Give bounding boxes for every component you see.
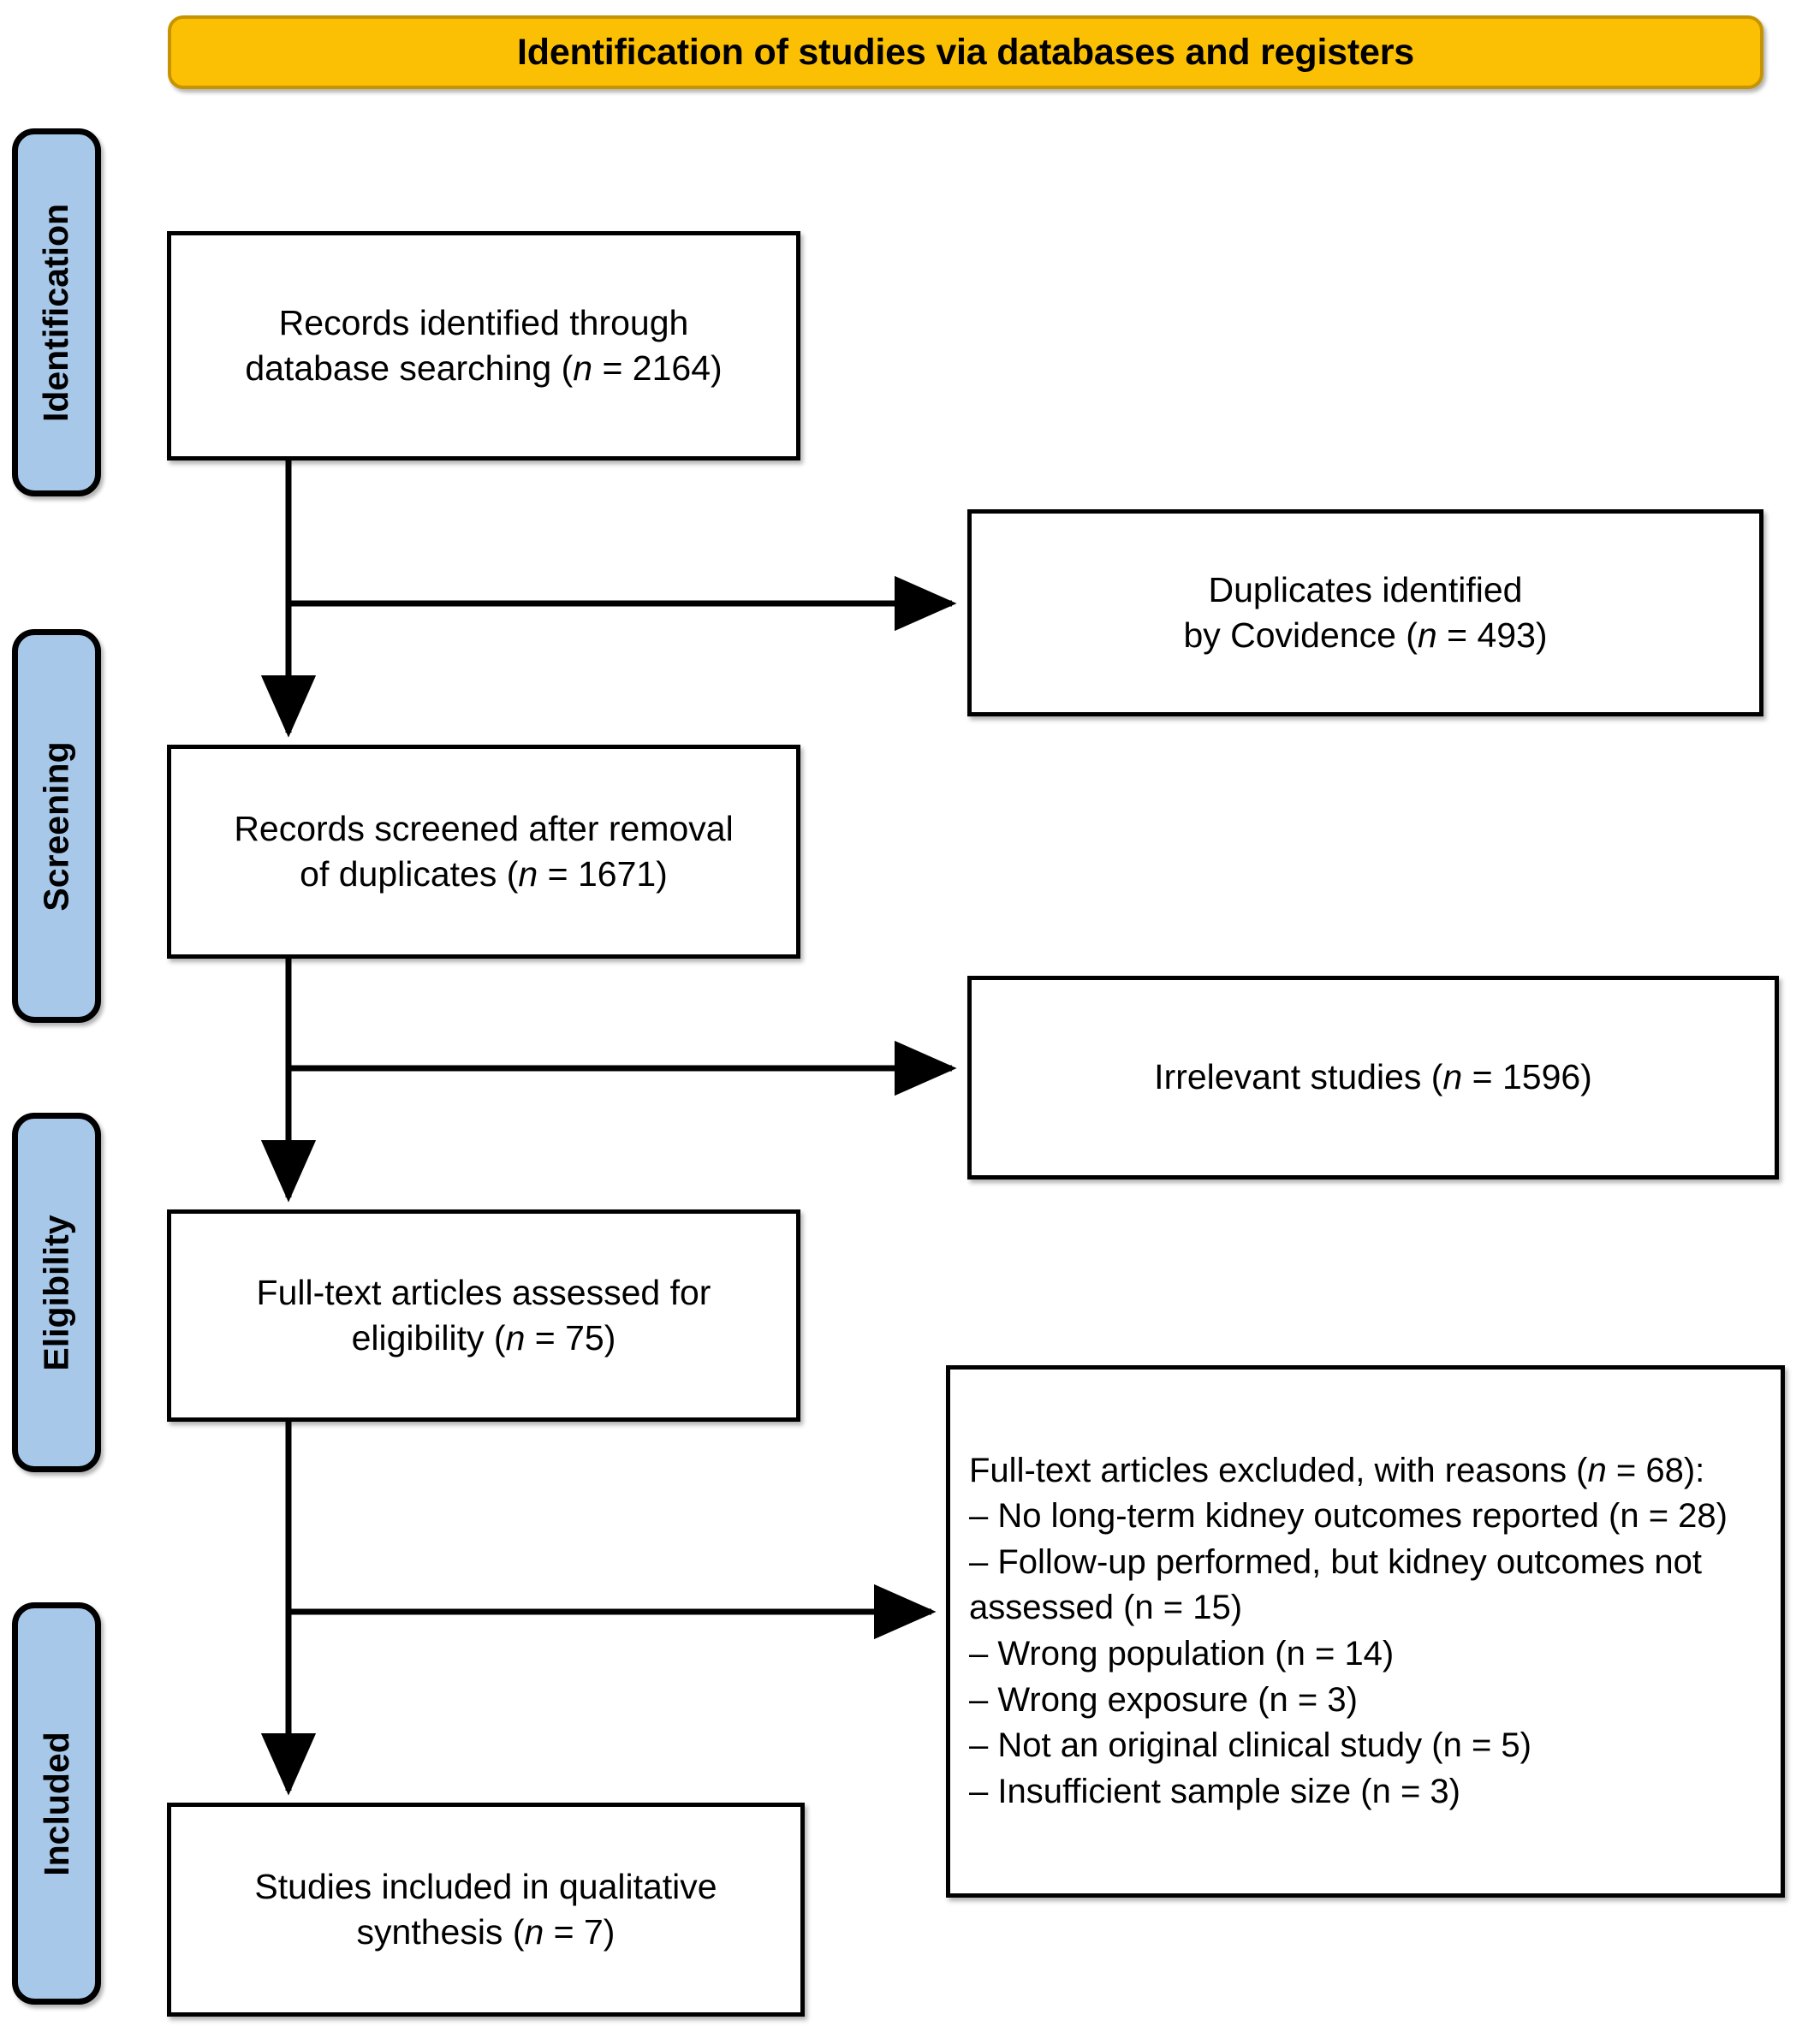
node-text: Irrelevant studies (n = 1596) [1132,1055,1615,1100]
node-line-1: Full-text articles assessed for [256,1272,711,1312]
stage-label-identification: Identification [12,128,101,496]
node-records-identified: Records identified through database sear… [167,231,800,460]
n-italic: n [518,854,538,894]
node-duplicates-identified: Duplicates identified by Covidence (n = … [967,509,1763,716]
n-italic: n [1417,615,1437,655]
exclusion-heading-pre: Full-text articles excluded, with reason… [969,1451,1588,1489]
exclusion-reason-item: – Follow-up performed, but kidney outcom… [969,1542,1702,1627]
n-italic: n [524,1912,544,1952]
node-fulltext-excluded: Full-text articles excluded, with reason… [946,1365,1785,1898]
diagram-header-banner: Identification of studies via databases … [168,15,1763,89]
node-line-2-pre: database searching ( [245,348,574,388]
node-text: Studies included in qualitative synthesi… [232,1864,739,1956]
stage-label-text: Eligibility [36,1214,76,1371]
stage-label-text: Included [36,1731,76,1876]
diagram-title: Identification of studies via databases … [517,31,1414,73]
n-italic: n [505,1318,526,1358]
node-line-2-pre: eligibility ( [351,1318,506,1358]
exclusion-reason-item: – Not an original clinical study (n = 5) [969,1726,1531,1765]
stage-label-included: Included [12,1602,101,2005]
exclusion-heading-post: = 68): [1606,1451,1705,1489]
node-text: Records identified through database sear… [223,300,744,392]
exclusion-reason-item: – Wrong exposure (n = 3) [969,1680,1358,1719]
node-fulltext-assessed: Full-text articles assessed for eligibil… [167,1209,800,1422]
stage-label-screening: Screening [12,629,101,1023]
node-line-2-post: = 1671) [538,854,668,894]
node-line-2-post: = 7) [544,1912,616,1952]
exclusion-reason-item: – Wrong population (n = 14) [969,1635,1395,1673]
node-line-1: Records screened after removal [234,808,734,848]
node-line-1-post: = 1596) [1462,1057,1592,1097]
node-line-2-post: = 75) [525,1318,616,1358]
n-italic: n [573,348,593,388]
node-line-1: Studies included in qualitative [254,1866,717,1906]
node-studies-included: Studies included in qualitative synthesi… [167,1803,805,2017]
node-line-1: Duplicates identified [1208,569,1523,609]
node-line-2-pre: by Covidence ( [1183,615,1418,655]
node-line-1-pre: Irrelevant studies ( [1154,1057,1443,1097]
node-text: Full-text articles assessed for eligibil… [235,1270,734,1362]
node-line-1: Records identified through [278,302,689,342]
node-line-2-pre: of duplicates ( [300,854,519,894]
n-italic: n [1587,1451,1607,1489]
exclusion-reason-item: – No long-term kidney outcomes reported … [969,1497,1728,1536]
stage-label-text: Screening [36,740,76,912]
node-text: Full-text articles excluded, with reason… [950,1448,1781,1815]
node-text: Records screened after removal of duplic… [211,806,755,898]
stage-label-eligibility: Eligibility [12,1113,101,1472]
node-records-screened: Records screened after removal of duplic… [167,745,800,959]
node-text: Duplicates identified by Covidence (n = … [1161,567,1569,659]
node-line-2-pre: synthesis ( [356,1912,525,1952]
node-line-2-post: = 2164) [592,348,723,388]
node-line-2-post: = 493) [1436,615,1548,655]
exclusion-reason-item: – Insufficient sample size (n = 3) [969,1772,1460,1810]
n-italic: n [1442,1057,1463,1097]
stage-label-text: Identification [36,203,76,422]
node-irrelevant-studies: Irrelevant studies (n = 1596) [967,976,1779,1179]
